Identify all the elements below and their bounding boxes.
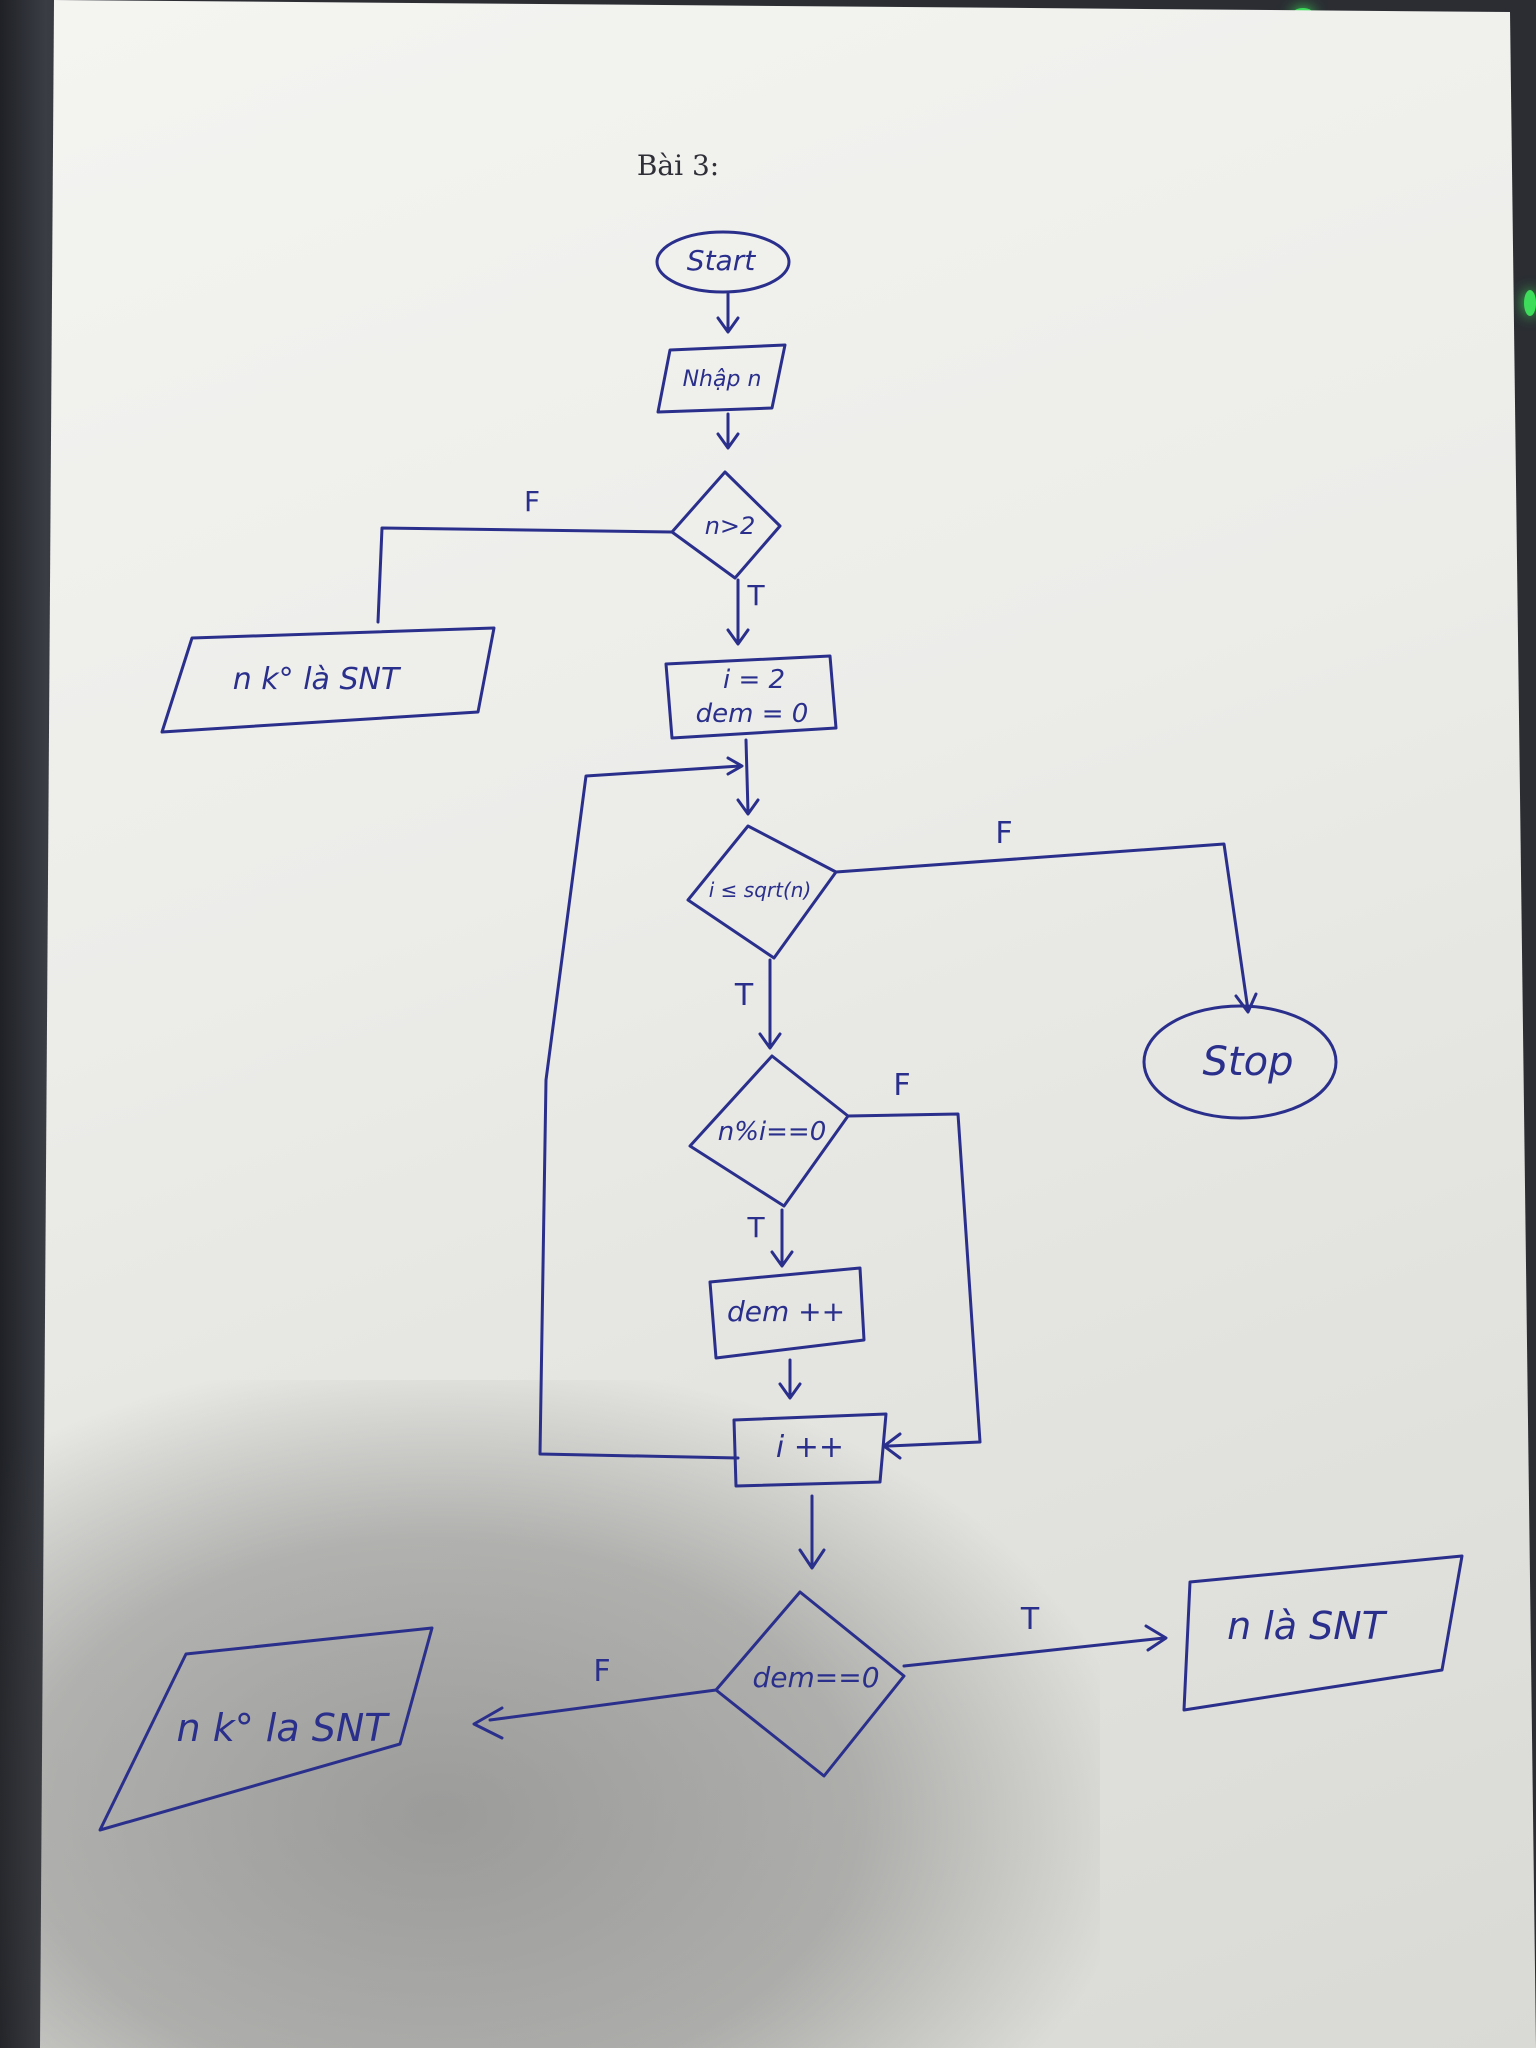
edge-label-loop-false: F	[995, 816, 1013, 851]
start-terminal	[655, 230, 791, 294]
cond-dem-zero-label: dem==0	[752, 1661, 880, 1694]
output-prime-box	[1182, 1554, 1464, 1712]
arrowhead	[758, 1032, 782, 1050]
edge-label-divisible-true: T	[747, 1211, 765, 1244]
edge-label-dem-zero-true: T	[1020, 1602, 1040, 1637]
arrowhead	[472, 1706, 504, 1740]
cond-n-gt-2-label: n>2	[704, 512, 756, 540]
output-not-prime-2	[98, 1626, 434, 1832]
arrowhead	[726, 628, 750, 646]
decision-loop	[686, 824, 838, 960]
init-line-2: dem = 0	[695, 699, 809, 729]
edge-divisible-false	[846, 1112, 982, 1448]
edge-n-gt-2-false	[376, 526, 674, 624]
edge-label-n-gt-2-false: F	[523, 485, 541, 518]
arrowhead	[716, 316, 740, 334]
edge-label-loop-true: T	[734, 978, 754, 1013]
decision-dem-zero	[714, 1590, 906, 1778]
out-prime-label: n là SNT	[1227, 1604, 1385, 1648]
hand-shadow	[0, 1380, 1100, 2048]
edge-loop-false	[834, 842, 1250, 1012]
inc-dem-label: dem ++	[726, 1295, 846, 1328]
cond-loop-label: i ≤ sqrt(n)	[708, 878, 812, 902]
out-not-prime-1-label: n k° là SNT	[232, 662, 400, 697]
output-not-prime-1	[160, 626, 496, 734]
init-box	[664, 654, 838, 740]
stop-terminal	[1142, 1004, 1338, 1120]
edge-label-n-gt-2-true: T	[747, 579, 765, 612]
inc-i-label: i ++	[775, 1430, 845, 1465]
arrowhead	[778, 1382, 802, 1400]
arrowhead	[1144, 1624, 1168, 1652]
edge-label-dem-zero-false: F	[593, 1654, 611, 1689]
arrowhead	[736, 798, 760, 816]
start-label: Start	[686, 244, 756, 277]
edge-loop-back	[538, 764, 742, 1460]
arrowhead	[716, 432, 740, 450]
paper-sheet	[40, 0, 1536, 2048]
init-line-1: i = 2	[722, 665, 786, 695]
decision-divisible	[688, 1054, 850, 1208]
inc-i-box	[732, 1412, 888, 1488]
input-n-label: Nhập n	[682, 367, 762, 392]
edge-label-divisible-false: F	[893, 1068, 911, 1103]
arrowhead	[798, 1548, 826, 1570]
arrowhead	[770, 1250, 794, 1268]
edge-dem-zero-false	[488, 1688, 718, 1722]
arrow-init-to-loop	[744, 738, 750, 814]
input-n-box	[656, 343, 787, 414]
decision-n-gt-2	[670, 470, 782, 580]
stop-label: Stop	[1202, 1039, 1294, 1085]
edge-dem-zero-true	[902, 1636, 1166, 1668]
arrowhead	[726, 756, 744, 776]
out-not-prime-2-label: n k° la SNT	[176, 1706, 388, 1750]
exercise-title: Bài 3:	[636, 149, 720, 182]
cond-divisible-label: n%i==0	[717, 1117, 827, 1147]
inc-dem-box	[708, 1266, 866, 1360]
green-indicator-light	[1524, 290, 1536, 316]
arrowhead	[1234, 992, 1258, 1014]
